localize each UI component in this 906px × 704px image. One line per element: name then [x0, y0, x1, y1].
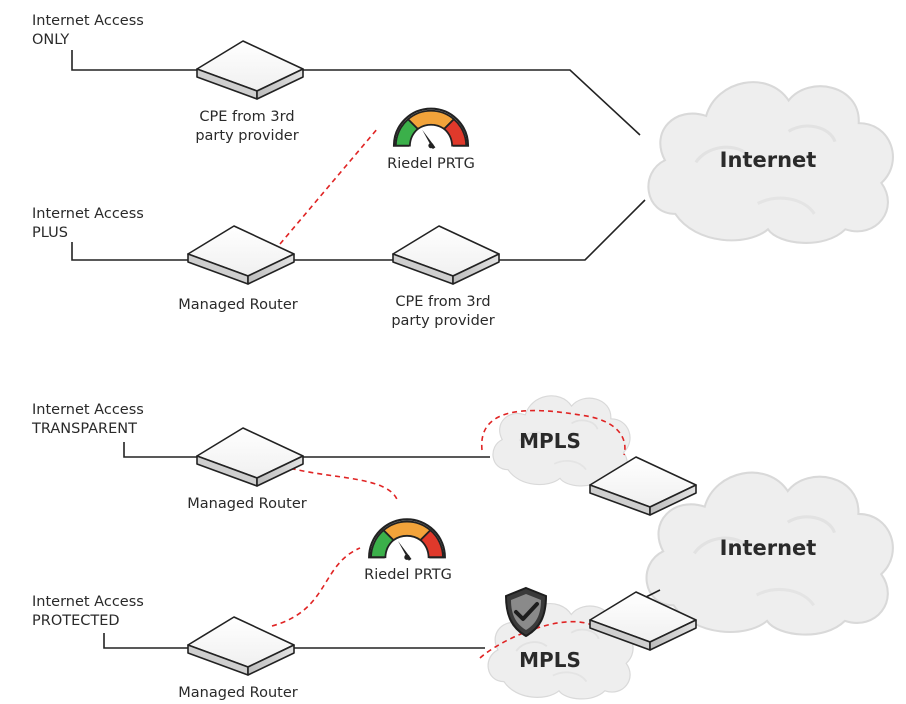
section-variant: ONLY	[32, 32, 70, 48]
section-title: Internet Access	[32, 13, 144, 29]
section-label-plus: Internet Access PLUS	[32, 205, 144, 243]
monitor-label-1: Riedel PRTG	[387, 156, 475, 172]
section-title: Internet Access	[32, 594, 144, 610]
mpls-label-top: MPLS	[519, 429, 581, 453]
internet-label-top: Internet	[719, 148, 817, 172]
section-title: Internet Access	[32, 402, 144, 418]
managed-router-icon-2	[196, 427, 304, 487]
section-variant: PROTECTED	[32, 613, 120, 629]
section-label-transparent: Internet Access TRANSPARENT	[32, 401, 144, 439]
cpe-label-line1: CPE from 3rd	[199, 109, 295, 125]
cpe-label-line2: party provider	[195, 128, 299, 144]
shield-check-icon	[504, 586, 548, 638]
internet-label-bottom: Internet	[719, 536, 817, 560]
section-title: Internet Access	[32, 206, 144, 222]
cpe-router-icon-1	[196, 40, 304, 100]
managed-router-label-1: Managed Router	[178, 297, 298, 313]
managed-router-icon-3	[187, 616, 295, 676]
cpe-label-1: CPE from 3rd party provider	[195, 108, 298, 146]
mpls-label-bottom: MPLS	[519, 648, 581, 672]
gauge-icon-1	[392, 107, 470, 151]
cpe-label-2: CPE from 3rd party provider	[391, 293, 494, 331]
section-label-only: Internet Access ONLY	[32, 12, 144, 50]
cpe-label-line1: CPE from 3rd	[395, 294, 491, 310]
section-variant: PLUS	[32, 225, 68, 241]
section-label-protected: Internet Access PROTECTED	[32, 593, 144, 631]
cpe-router-icon-2	[392, 225, 500, 285]
gauge-icon-2	[368, 518, 446, 562]
managed-router-icon-1	[187, 225, 295, 285]
cpe-label-line2: party provider	[391, 313, 495, 329]
section-variant: TRANSPARENT	[32, 421, 137, 437]
monitor-label-2: Riedel PRTG	[364, 567, 452, 583]
managed-router-label-3: Managed Router	[178, 685, 298, 701]
managed-router-label-2: Managed Router	[187, 496, 307, 512]
connection-lines	[71, 50, 661, 649]
